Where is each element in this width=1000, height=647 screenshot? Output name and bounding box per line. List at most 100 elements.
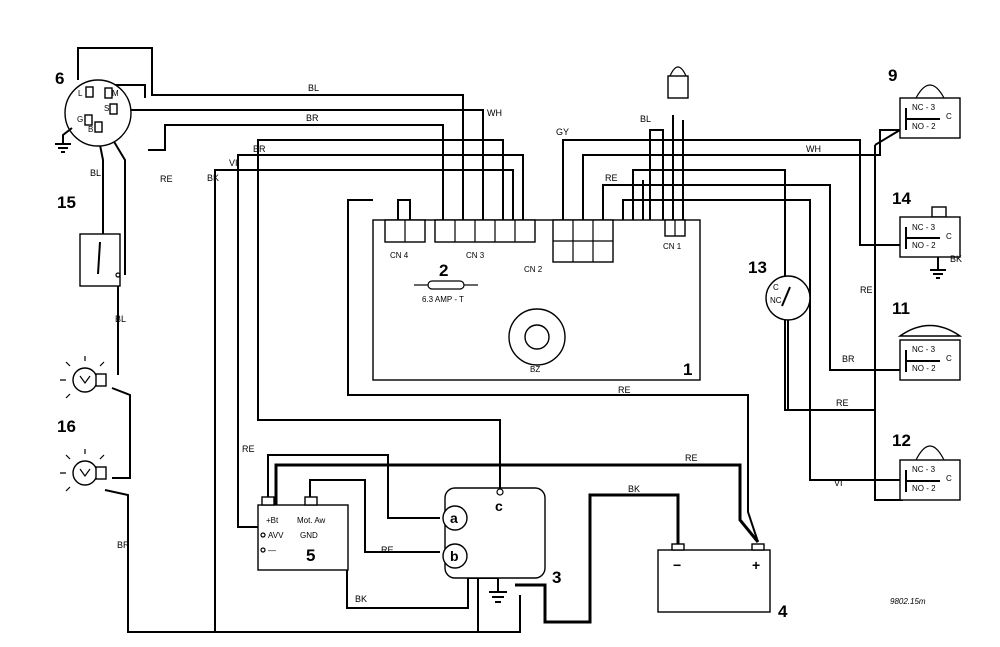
cn4-label: CN 4 [390, 251, 409, 260]
wire-label-bl-top: BL [308, 83, 319, 93]
wire-5-re-top [267, 454, 440, 519]
solenoid-3: a b c 3 [442, 487, 561, 603]
switch-12-nc: NC - 3 [912, 465, 936, 474]
wire-label-re-mid: RE [836, 398, 849, 408]
lamp-upper-rays [60, 356, 105, 399]
component-number-4: 4 [778, 602, 788, 621]
pin-avv-dot [260, 532, 266, 538]
wires [77, 47, 939, 633]
buzzer-label: BZ [530, 365, 540, 374]
pin-minus-dot [260, 547, 266, 553]
switch-11-cap [897, 324, 963, 337]
ignition-pin-s-box [109, 103, 118, 115]
wire-label-br-left: BR [253, 144, 266, 154]
wire-label-vi-sw12: VI [834, 478, 843, 488]
wire-re-right-vertical [874, 145, 903, 501]
switch-9-no: NO - 2 [912, 122, 936, 131]
cn1-plug-body [667, 75, 689, 99]
switch-14-c: C [946, 232, 952, 241]
component-number-14: 14 [892, 189, 911, 208]
terminal-a-circle [442, 505, 468, 531]
wire-6-top-bl [77, 47, 464, 228]
module-5-tab-2 [304, 496, 318, 506]
wire-label-re-cn2: RE [605, 173, 618, 183]
module-5-tab-1 [261, 496, 275, 506]
component-number-2: 2 [439, 261, 448, 280]
sensor-13-body [765, 275, 811, 321]
wire-labels: BL WH BR GY BL BR VI BK RE WH BL RE BL B… [90, 83, 962, 604]
ignition-pin-g-box [84, 114, 93, 126]
wire-label-bl-cn1: BL [640, 114, 651, 124]
wire-6-br [148, 124, 444, 228]
terminal-c: c [495, 498, 503, 514]
component-number-9: 9 [888, 66, 897, 85]
lamp-upper-bulb [72, 367, 98, 393]
battery-terminal-pos [751, 543, 765, 551]
switch-15: 15 [57, 193, 121, 287]
fuse-rating-label: 6.3 AMP - T [422, 295, 464, 304]
buzzer-inner [524, 324, 550, 350]
battery-plus: + [752, 557, 760, 573]
component-number-16: 16 [57, 417, 76, 436]
wire-cn4 [397, 199, 411, 228]
relay-module-5: +Bt Mot. Aw AVV GND — 5 [257, 496, 349, 571]
switch-9-nc: NC - 3 [912, 103, 936, 112]
wire-label-bk-bottom: BK [355, 594, 367, 604]
sensor-13-contact [781, 286, 791, 307]
ignition-pin-b-box [94, 121, 103, 133]
wire-label-wh-right: WH [806, 144, 821, 154]
pin-minus-label: — [268, 546, 276, 555]
battery-minus: − [673, 557, 681, 573]
switch-12-no: NO - 2 [912, 484, 936, 493]
wire-label-br-top: BR [306, 113, 319, 123]
lamp-upper-filament [79, 375, 91, 385]
switch-11-contact [905, 350, 940, 372]
component-number-5: 5 [306, 546, 315, 565]
wire-6-s-wh [118, 109, 484, 228]
switch-12-c: C [946, 474, 952, 483]
pin-mot-label: Mot. Aw [297, 516, 326, 525]
wire-re-thick [274, 463, 760, 543]
sensor-13-nc: NC [770, 296, 782, 305]
wire-6-bl-15 [97, 134, 104, 235]
wire-bk-left [214, 169, 514, 633]
wire-cn2-re-frame [347, 199, 759, 543]
pin-bt-label: +Bt [266, 516, 279, 525]
ignition-pin-l: L [78, 89, 83, 98]
switch-9-lever [915, 84, 945, 99]
wire-label-br-16: BR [117, 540, 130, 550]
switch-9: 9 NC - 3 NO - 2 C [888, 66, 961, 139]
ignition-ground-wire [62, 127, 73, 144]
wire-label-bl-15: BL [90, 168, 101, 178]
lamp-upper [60, 356, 107, 399]
wire-cn2-2 [582, 129, 903, 228]
ignition-pin-m-box [104, 87, 113, 99]
switch-12: 12 NC - 3 NO - 2 C [892, 431, 961, 501]
wire-sw9-no [874, 129, 901, 146]
wire-5-mot [309, 479, 440, 553]
cn1-label: CN 1 [663, 242, 682, 251]
cn3-label: CN 3 [466, 251, 485, 260]
cn1-plug-tip [669, 66, 687, 77]
switch-11-nc: NC - 3 [912, 345, 936, 354]
sensor-13: 13 C NC [748, 258, 811, 321]
wire-16-br [104, 489, 521, 633]
component-number-6: 6 [55, 69, 64, 88]
battery-body [657, 549, 771, 613]
ignition-pin-g: G [77, 115, 83, 124]
lamp-lower-base [95, 466, 107, 480]
wire-label-bk-14: BK [950, 254, 962, 264]
switch-12-lever [915, 445, 945, 461]
terminal-a: a [450, 510, 458, 526]
control-module-1: CN 4 CN 3 CN 2 CN 1 2 6.3 AMP - T BZ 1 [372, 219, 701, 381]
ignition-switch-6: 6 L M S G B [55, 69, 132, 153]
wire-bk-battery [515, 493, 680, 624]
component-number-12: 12 [892, 431, 911, 450]
wire-vi-left [237, 154, 524, 528]
wire-label-re-right: RE [860, 285, 873, 295]
switch-14-no: NO - 2 [912, 241, 936, 250]
wire-label-gy-top: GY [556, 127, 569, 137]
lamps-16: 16 [57, 356, 107, 492]
wire-cn2-3 [602, 184, 903, 371]
